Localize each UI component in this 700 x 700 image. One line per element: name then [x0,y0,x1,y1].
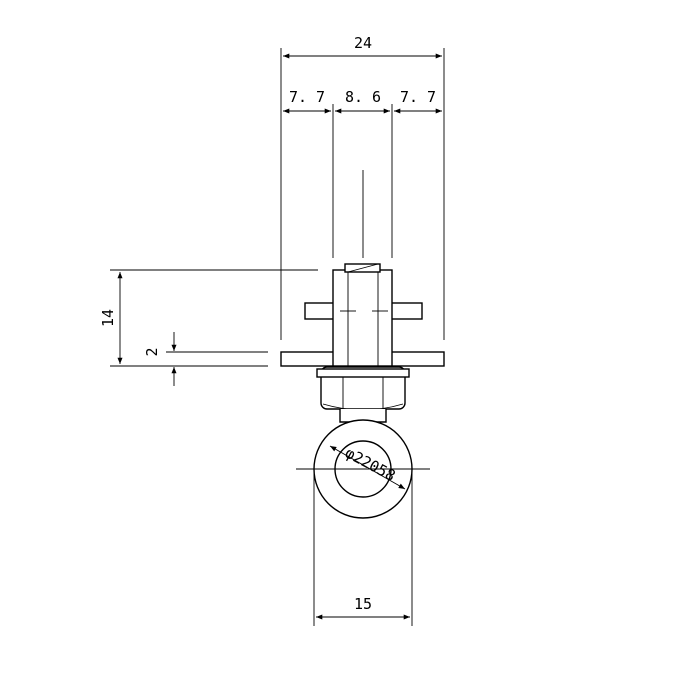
middle-segment-label: 8. 6 [345,88,381,106]
hole-diameter-dim-line [329,445,406,490]
height-label: 14 [99,309,117,327]
top-cap-slot [347,263,379,273]
left-segment-label: 7. 7 [289,88,325,106]
height-dimension: 14 [99,269,318,367]
overall-width-dimension: 24 [280,34,445,340]
right-segment-label: 7. 7 [400,88,436,106]
ring-width-dimension: 15 [313,469,413,626]
nut-washer [316,368,410,378]
ring-width-label: 15 [354,595,372,613]
plate-thickness-label: 2 [143,347,161,356]
overall-width-label: 24 [354,34,372,52]
post-body [332,269,393,367]
segment-dimensions: 7. 7 8. 6 7. 7 [283,88,442,258]
plate-thickness-dimension: 2 [143,332,268,386]
